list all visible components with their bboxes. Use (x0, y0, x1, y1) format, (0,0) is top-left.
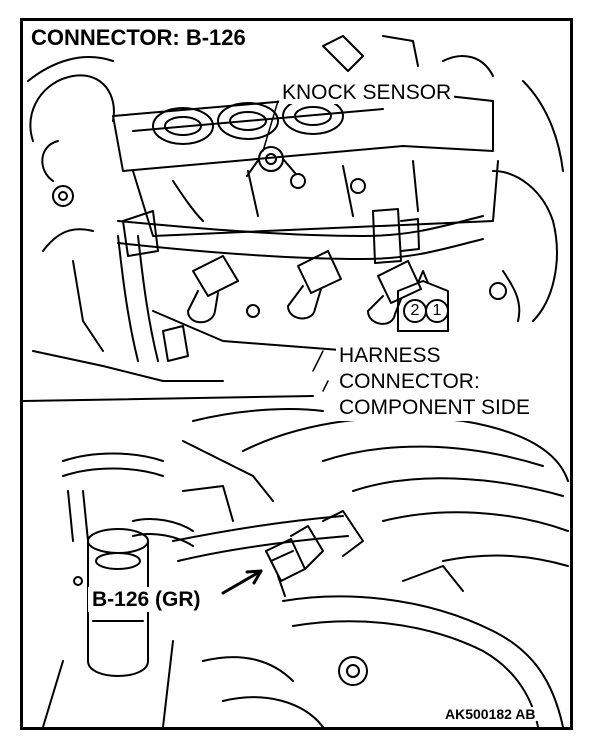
leader-lines (262, 100, 329, 392)
harness-label-line-1: HARNESS (339, 344, 441, 367)
harness-connector-label: HARNESS CONNECTOR: COMPONENT SIDE (336, 343, 533, 421)
harness-label-line-2: CONNECTOR: (339, 370, 480, 393)
view-divider (23, 395, 314, 402)
connector-callout-label: B-126 (GR) (88, 587, 205, 612)
connector-title: CONNECTOR: B-126 (27, 25, 250, 51)
pin-number: 1 (432, 302, 442, 319)
upper-engine-block (27, 35, 564, 382)
harness-label-line-3: COMPONENT SIDE (339, 396, 530, 419)
figure-id: AK500182 AB (443, 706, 538, 722)
connector-pin-2: 2 (403, 299, 427, 323)
pin-number: 2 (410, 302, 420, 319)
lower-engine-closeup (42, 408, 569, 727)
connector-face (397, 270, 449, 332)
engine-illustration (23, 35, 569, 727)
knock-sensor-label: KNOCK SENSOR (279, 81, 455, 104)
connector-pin-1: 1 (425, 299, 449, 323)
diagram-frame: CONNECTOR: B-126 KNOCK SENSOR 2 1 HARNES… (20, 18, 573, 730)
